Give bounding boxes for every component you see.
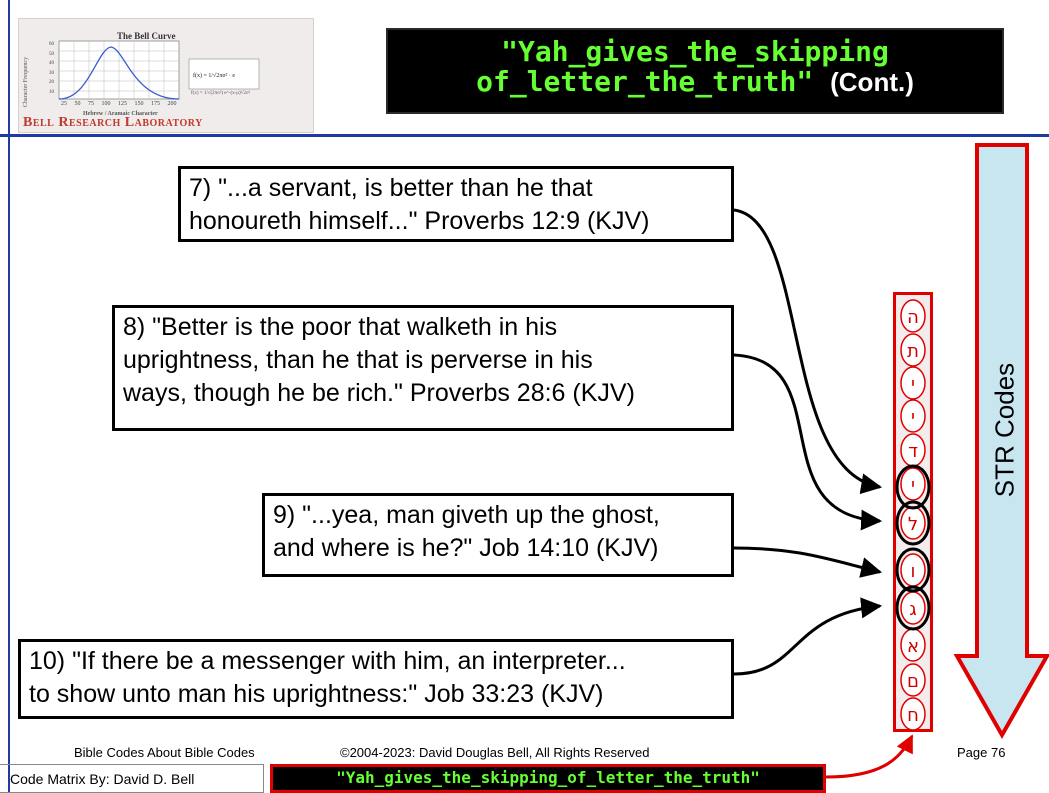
footer-page-number: Page 76 <box>957 745 1006 760</box>
hebrew-letter: ל <box>908 514 918 535</box>
hebrew-letter: א <box>907 636 919 657</box>
bell-curve-thumbnail: f(x) = 1/√2πσ² · e <box>58 40 260 100</box>
logo-brand-text: Bell Research Laboratory <box>23 115 203 130</box>
footer-credit: Code Matrix By: David D. Bell <box>0 764 264 793</box>
letter-cell <box>900 663 926 697</box>
connector-7 <box>733 208 883 495</box>
title-line-2: of_letter_the_truth" (Cont.) <box>476 65 914 98</box>
hebrew-letter: ם <box>907 671 919 692</box>
quote-9-line-1: 9) "...yea, man giveth up the ghost, <box>273 501 660 529</box>
letter-cell <box>900 333 926 367</box>
quote-box-7: 7) "...a servant, is better than he that… <box>178 166 734 242</box>
bell-research-logo: The Bell Curve Character Frequency f(x) … <box>18 18 314 133</box>
quote-9-line-2: and where is he?" Job 14:10 (KJV) <box>273 534 659 562</box>
str-codes-label: STR Codes <box>989 362 1020 498</box>
footer-copyright: ©2004-2023: David Douglas Bell, All Righ… <box>340 745 650 760</box>
logo-chart-title: The Bell Curve <box>117 31 176 41</box>
letter-cell <box>900 299 926 333</box>
logo-x-ticks: 25 50 75 100 125 150 175 200 <box>61 101 177 107</box>
letter-cell <box>900 467 926 501</box>
highlight-circle-aleph <box>895 585 931 631</box>
quote-box-8: 8) "Better is the poor that walketh in h… <box>112 305 734 431</box>
connector-9 <box>733 546 883 578</box>
logo-x-axis-label: Hebrew / Aramaic Character <box>83 111 158 117</box>
left-margin-line <box>8 0 10 793</box>
quote-8-line-2: uprightness, than he that is perverse in… <box>123 346 593 374</box>
hebrew-letter: ו <box>911 561 916 582</box>
letter-cell <box>900 399 926 433</box>
highlight-circle-gimel <box>895 547 931 593</box>
hebrew-letter: י <box>911 407 915 428</box>
title-line-1: "Yah_gives_the_skipping <box>501 35 889 68</box>
connector-8 <box>733 353 883 531</box>
header-divider <box>0 134 1049 137</box>
big-down-arrow <box>953 143 1049 740</box>
quote-10-line-1: 10) "If there be a messenger with him, a… <box>29 647 626 675</box>
hebrew-letter: י <box>911 475 915 496</box>
letter-cell <box>900 697 926 731</box>
quote-7-line-1: 7) "...a servant, is better than he that <box>189 174 593 202</box>
quote-10-line-2: to show unto man his uprightness:" Job 3… <box>29 680 604 708</box>
hebrew-letter: ה <box>907 307 919 328</box>
quote-7-line-2: honoureth himself..." Proverbs 12:9 (KJV… <box>189 207 650 235</box>
slide-title: "Yah_gives_the_skipping of_letter_the_tr… <box>386 28 1004 114</box>
hebrew-letter: ג <box>909 599 916 620</box>
highlight-circle-lamed <box>895 464 931 510</box>
title-suffix: (Cont.) <box>830 67 914 97</box>
hebrew-letter: ת <box>907 341 919 362</box>
quote-box-9: 9) "...yea, man giveth up the ghost, and… <box>262 493 734 577</box>
highlight-circle-vav <box>895 500 931 546</box>
quote-box-10: 10) "If there be a messenger with him, a… <box>18 639 734 719</box>
connector-10 <box>733 597 883 676</box>
footer-code-string: "Yah_gives_the_skipping_of_letter_the_tr… <box>270 764 826 793</box>
quote-8-line-3: ways, though he be rich." Proverbs 28:6 … <box>123 379 635 407</box>
hebrew-letter: ח <box>907 705 919 726</box>
quote-8-line-1: 8) "Better is the poor that walketh in h… <box>123 313 558 341</box>
connector-code-string <box>825 734 914 779</box>
logo-formula: f(x) = 1/√(2πσ²) e^-(x-μ)²/2σ² <box>191 91 251 96</box>
hebrew-letter: י <box>911 374 915 395</box>
hebrew-letter: ד <box>908 441 918 462</box>
footer-left-title: Bible Codes About Bible Codes <box>74 745 255 760</box>
svg-text:f(x) = 1/√2πσ² · e: f(x) = 1/√2πσ² · e <box>193 72 235 79</box>
letter-cell <box>900 366 926 400</box>
